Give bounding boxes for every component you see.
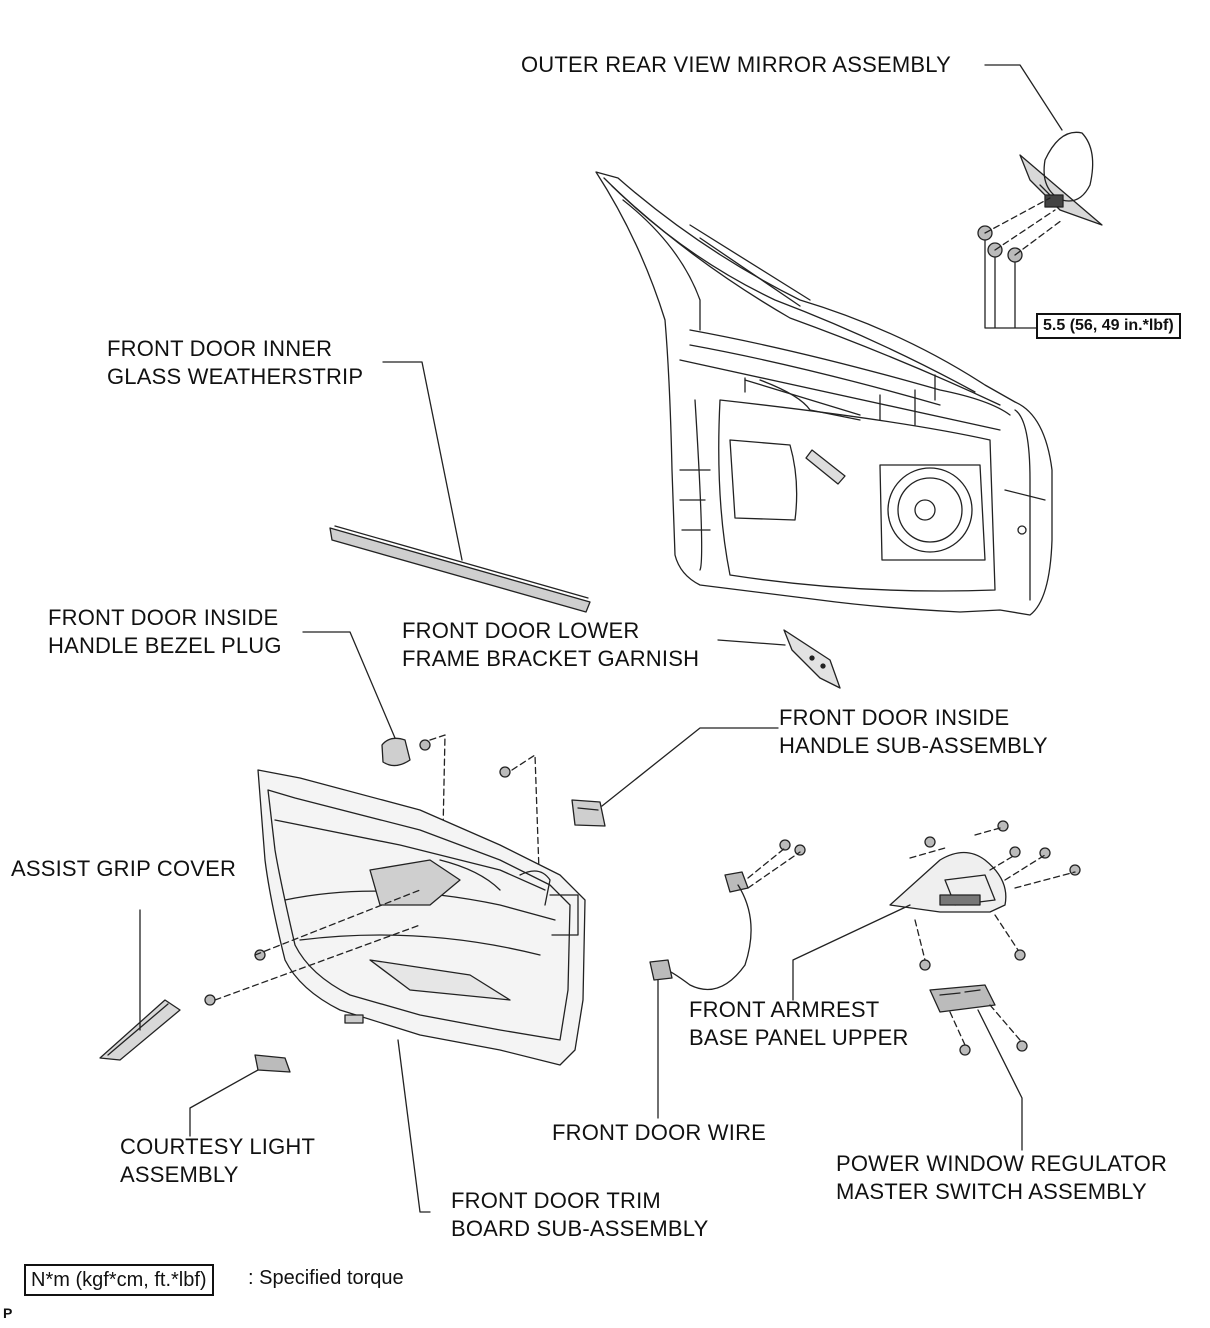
- bezel-plug-icon: [381, 737, 411, 767]
- label-front-door-wire: FRONT DOOR WIRE: [552, 1120, 767, 1145]
- trim-board-icon: [257, 769, 586, 1066]
- torque-spec-box: 5.5 (56, 49 in.*lbf): [1036, 313, 1181, 339]
- inside-handle-icon: [571, 799, 606, 827]
- armrest-panel-icon: [889, 851, 1007, 913]
- label-front-armrest-base-panel-upper: FRONT ARMREST BASE PANEL UPPER: [689, 997, 909, 1050]
- corner-mark: P: [3, 1305, 13, 1321]
- legend-description: : Specified torque: [248, 1267, 404, 1289]
- label-trim-board-sub-assembly: FRONT DOOR TRIM BOARD SUB-ASSEMBLY: [451, 1188, 709, 1241]
- door-panel-icon: [595, 171, 1053, 616]
- label-lower-frame-bracket-garnish: FRONT DOOR LOWER FRAME BRACKET GARNISH: [402, 618, 700, 671]
- label-courtesy-light-assembly: COURTESY LIGHT ASSEMBLY: [120, 1134, 316, 1187]
- label-inner-glass-weatherstrip: FRONT DOOR INNER GLASS WEATHERSTRIP: [107, 336, 364, 389]
- label-inside-handle-sub-assembly: FRONT DOOR INSIDE HANDLE SUB-ASSEMBLY: [779, 705, 1048, 758]
- weatherstrip-icon: [329, 525, 591, 613]
- courtesy-light-icon: [254, 1054, 291, 1073]
- door-wire-icon: [649, 839, 806, 991]
- mirror-icon: [1019, 131, 1103, 226]
- label-outer-rear-view-mirror: OUTER REAR VIEW MIRROR ASSEMBLY: [521, 52, 951, 77]
- label-master-switch-assembly: POWER WINDOW REGULATOR MASTER SWITCH ASS…: [836, 1151, 1168, 1204]
- screw-icon: [919, 820, 1081, 1056]
- label-assist-grip-cover: ASSIST GRIP COVER: [11, 856, 237, 881]
- clip-icon: [204, 739, 511, 1006]
- label-inside-handle-bezel-plug: FRONT DOOR INSIDE HANDLE BEZEL PLUG: [48, 605, 282, 658]
- garnish-icon: [783, 629, 841, 689]
- legend-unit-box: N*m (kgf*cm, ft.*lbf): [24, 1264, 214, 1296]
- master-switch-icon: [929, 984, 996, 1013]
